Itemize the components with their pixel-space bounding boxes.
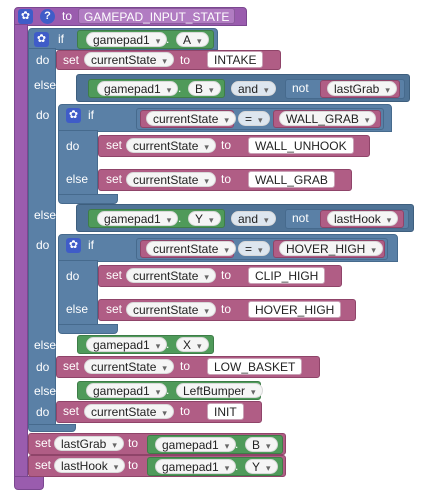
to-label: to (128, 436, 139, 450)
variable-dropdown[interactable]: currentState (126, 268, 216, 283)
gamepad-dropdown[interactable]: gamepad1 (155, 459, 237, 474)
variable-dropdown[interactable]: currentState (84, 52, 174, 67)
if-label: if (88, 238, 94, 252)
dot-label: . (178, 81, 182, 95)
set-label: set (63, 359, 80, 373)
else-if-label: else if (34, 78, 66, 92)
button-dropdown[interactable]: X (176, 337, 209, 352)
function-block-body (14, 24, 28, 479)
else-label: else (66, 302, 89, 316)
gamepad-dropdown[interactable]: gamepad1 (97, 81, 179, 96)
do-label: do (36, 238, 50, 252)
button-dropdown[interactable]: B (188, 81, 221, 96)
dot-label: . (166, 383, 170, 397)
else-if-label: else if (34, 384, 66, 398)
inner-if-footer (58, 194, 118, 204)
help-icon[interactable]: ? (40, 9, 55, 24)
variable-dropdown[interactable]: lastGrab (327, 81, 397, 96)
not-label: not (292, 211, 309, 225)
gamepad-dropdown[interactable]: gamepad1 (86, 337, 168, 352)
if-gear-icon[interactable]: ✿ (66, 238, 81, 253)
function-to-label: to (62, 9, 73, 23)
to-label: to (180, 404, 191, 418)
state-value[interactable]: INTAKE (207, 51, 264, 68)
button-dropdown[interactable]: LeftBumper (176, 383, 263, 398)
state-value[interactable]: WALL_GRAB (248, 171, 335, 188)
if-gear-icon[interactable]: ✿ (66, 108, 81, 123)
dot-label: . (178, 211, 182, 225)
set-label: set (106, 268, 123, 282)
gear-icon[interactable]: ✿ (18, 9, 33, 24)
if-block-footer (28, 424, 76, 432)
set-label: set (35, 436, 52, 450)
button-dropdown[interactable]: Y (245, 459, 278, 474)
do-label: do (36, 108, 50, 122)
dot-label: . (166, 337, 170, 351)
button-dropdown[interactable]: A (176, 32, 209, 47)
variable-dropdown[interactable]: currentState (84, 359, 174, 374)
operator-dropdown[interactable]: and (231, 211, 276, 226)
gamepad-dropdown[interactable]: gamepad1 (86, 383, 168, 398)
do-label: do (36, 405, 50, 419)
function-name[interactable]: GAMEPAD_INPUT_STATE (78, 8, 236, 24)
state-value-dropdown[interactable]: HOVER_HIGH (279, 241, 383, 256)
else-if-label: else if (34, 208, 66, 222)
variable-dropdown[interactable]: lastGrab (54, 436, 124, 451)
to-label: to (180, 359, 191, 373)
gamepad-dropdown[interactable]: gamepad1 (155, 437, 237, 452)
if-block-spine (28, 48, 56, 428)
if-label: if (88, 108, 94, 122)
set-label: set (63, 53, 80, 67)
state-value[interactable]: HOVER_HIGH (248, 301, 342, 318)
compare-operator-dropdown[interactable]: = (238, 241, 270, 256)
variable-dropdown[interactable]: currentState (146, 111, 236, 126)
variable-dropdown[interactable]: lastHook (54, 458, 126, 473)
to-label: to (221, 302, 232, 316)
to-label: to (221, 138, 232, 152)
to-label: to (180, 53, 191, 67)
compare-operator-dropdown[interactable]: = (238, 111, 270, 126)
gamepad-dropdown[interactable]: gamepad1 (86, 32, 168, 47)
operator-dropdown[interactable]: and (231, 81, 276, 96)
button-dropdown[interactable]: Y (188, 211, 221, 226)
set-label: set (35, 458, 52, 472)
to-label: to (221, 172, 232, 186)
to-label: to (221, 268, 232, 282)
variable-dropdown[interactable]: currentState (84, 404, 174, 419)
set-label: set (106, 138, 123, 152)
do-label: do (66, 139, 80, 153)
set-label: set (63, 404, 80, 418)
state-value[interactable]: LOW_BASKET (207, 358, 303, 375)
variable-dropdown[interactable]: currentState (126, 172, 216, 187)
to-label: to (128, 458, 139, 472)
inner-if-footer (58, 324, 118, 334)
variable-dropdown[interactable]: currentState (126, 302, 216, 317)
do-label: do (66, 269, 80, 283)
if-gear-icon[interactable]: ✿ (34, 32, 49, 47)
do-label: do (36, 53, 50, 67)
dot-label: . (235, 459, 239, 473)
variable-dropdown[interactable]: currentState (146, 241, 236, 256)
gamepad-dropdown[interactable]: gamepad1 (97, 211, 179, 226)
set-label: set (106, 172, 123, 186)
dot-label: . (166, 32, 170, 46)
function-block-footer (14, 476, 44, 490)
not-label: not (292, 81, 309, 95)
else-if-label: else if (34, 338, 66, 352)
do-label: do (36, 360, 50, 374)
button-dropdown[interactable]: B (245, 437, 278, 452)
variable-dropdown[interactable]: lastHook (327, 211, 399, 226)
state-value-dropdown[interactable]: WALL_GRAB (279, 111, 377, 126)
else-label: else (66, 172, 89, 186)
dot-label: . (235, 437, 239, 451)
set-label: set (106, 302, 123, 316)
variable-dropdown[interactable]: currentState (126, 138, 216, 153)
state-value[interactable]: INIT (207, 403, 244, 420)
state-value[interactable]: CLIP_HIGH (248, 267, 326, 284)
inner-if-spine (58, 260, 98, 328)
if-label: if (58, 32, 64, 46)
state-value[interactable]: WALL_UNHOOK (248, 137, 354, 154)
